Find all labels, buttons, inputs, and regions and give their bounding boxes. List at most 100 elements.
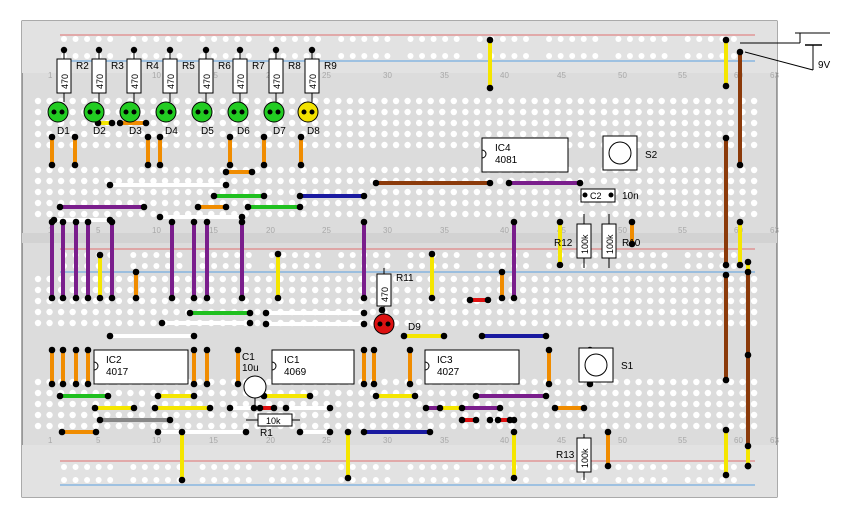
led-label: D5	[201, 126, 214, 137]
led-label: D7	[273, 126, 286, 137]
wire-end	[190, 218, 198, 226]
wire-end	[59, 380, 67, 388]
wire-end	[222, 181, 230, 189]
column-number: 50	[618, 226, 627, 235]
wire-end	[545, 346, 553, 354]
resistor-ref: R3	[111, 61, 124, 72]
wire-end	[222, 203, 230, 211]
column-number: 20	[266, 226, 275, 235]
wire-end	[178, 476, 186, 484]
wire-end	[360, 380, 368, 388]
led-d8: D8	[297, 101, 320, 137]
battery-label: 9V	[818, 60, 831, 71]
column-number: 40	[500, 71, 509, 80]
wire-end	[166, 416, 174, 424]
switch-s2: S2	[602, 135, 658, 171]
led-d5: D5	[191, 101, 214, 137]
led-d7: D7	[263, 101, 286, 137]
wire-end	[203, 294, 211, 302]
resistor-ref: R6	[218, 61, 231, 72]
wire-end	[510, 474, 518, 482]
resistor-r12: 100k R12	[554, 214, 592, 268]
resistor-value: 470	[60, 74, 70, 89]
wire-end	[736, 161, 744, 169]
wire-end	[151, 404, 159, 412]
wire-end	[210, 192, 218, 200]
wire-end	[91, 404, 99, 412]
wire-end	[498, 294, 506, 302]
wire-end	[71, 133, 79, 141]
wire-end	[260, 161, 268, 169]
wire-end	[48, 380, 56, 388]
column-number: 30	[383, 71, 392, 80]
resistor-value: 470	[308, 74, 318, 89]
wire-end	[262, 309, 270, 317]
wire-end	[203, 346, 211, 354]
resistor-ref: R5	[182, 61, 195, 72]
wire-end	[510, 218, 518, 226]
wire-end	[48, 161, 56, 169]
column-number: 5	[96, 436, 101, 445]
wire-end	[551, 404, 559, 412]
wire-end	[234, 380, 242, 388]
wire-end	[226, 133, 234, 141]
wire-end	[256, 404, 264, 412]
wire-end	[142, 119, 150, 127]
wire-end	[84, 218, 92, 226]
led-label: D8	[307, 126, 320, 137]
column-number: 50	[618, 71, 627, 80]
wire-end	[116, 119, 124, 127]
column-number: 55	[678, 436, 687, 445]
wire-end	[372, 392, 380, 400]
wire-end	[370, 346, 378, 354]
wire-end	[274, 250, 282, 258]
wire-end	[244, 203, 252, 211]
wire-end	[604, 462, 612, 470]
column-number: 40	[500, 436, 509, 445]
wire-end	[326, 428, 334, 436]
wire-end	[96, 294, 104, 302]
column-number: 25	[322, 71, 331, 80]
wire-end	[158, 319, 166, 327]
wire-end	[556, 218, 564, 226]
s2-label: S2	[645, 150, 658, 161]
wire-end	[722, 36, 730, 44]
wire-end	[576, 179, 584, 187]
led-label: D2	[93, 126, 106, 137]
wire-end	[484, 296, 492, 304]
led-d3: D3	[119, 101, 142, 137]
wire-end	[59, 218, 67, 226]
wire-end	[296, 428, 304, 436]
column-number: 15	[209, 226, 218, 235]
column-number: 60	[734, 436, 743, 445]
r10-ref: R10	[622, 238, 641, 249]
wire-end	[628, 218, 636, 226]
wire-end	[466, 296, 474, 304]
wire-end	[744, 351, 752, 359]
resistor-ref: R8	[288, 61, 301, 72]
wire-end	[72, 294, 80, 302]
wire-end	[156, 213, 164, 221]
column-number: 55	[678, 226, 687, 235]
d9-label: D9	[408, 322, 421, 333]
ic1-part: 4069	[284, 367, 307, 378]
wire-end	[154, 428, 162, 436]
wire-end	[59, 294, 67, 302]
wire-end	[736, 218, 744, 226]
wire-end	[440, 332, 448, 340]
capacitor-c2: C2 10n	[580, 188, 639, 203]
wire-end	[190, 346, 198, 354]
wire-end	[48, 218, 56, 226]
wire-end	[722, 261, 730, 269]
wire-end	[542, 332, 550, 340]
wire-end	[297, 133, 305, 141]
wire-end	[478, 332, 486, 340]
r13-value: 100k	[580, 448, 590, 468]
wire-end	[72, 218, 80, 226]
